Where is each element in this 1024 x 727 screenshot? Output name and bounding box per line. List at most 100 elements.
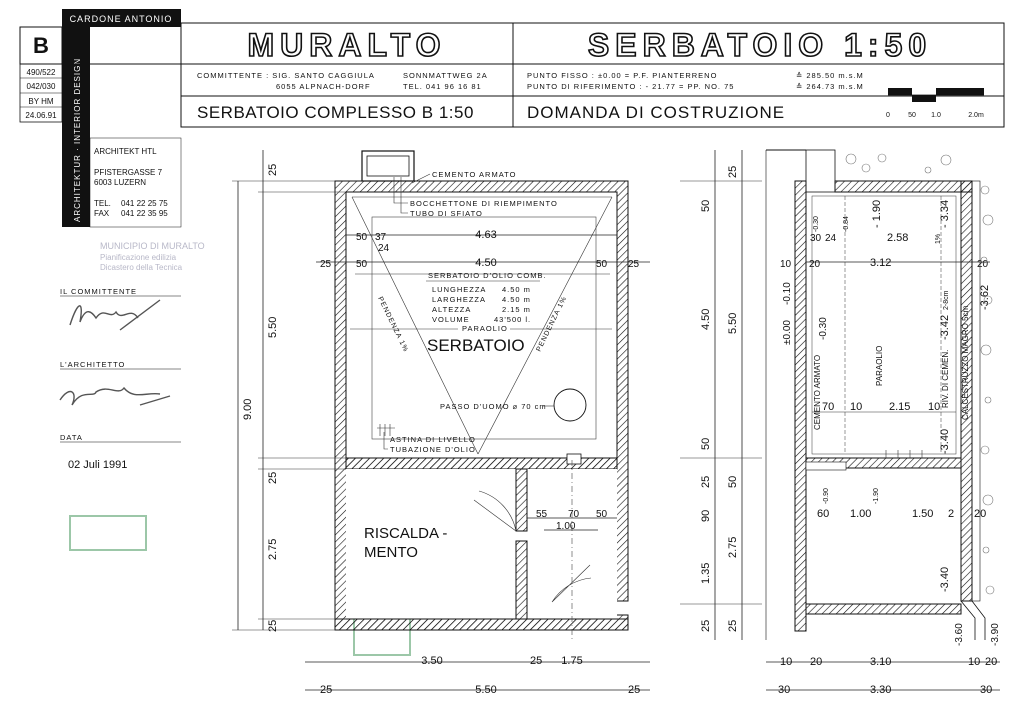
dim-25-bottom-left: 25 bbox=[320, 684, 332, 696]
sec-dim-550: 5.50 bbox=[727, 313, 739, 334]
sec-e-340b: -3.40 bbox=[939, 567, 951, 592]
sec-e-340a: -3.40 bbox=[939, 429, 951, 454]
studio-name: CARDONE ANTONIO bbox=[70, 14, 173, 24]
sec-dim-25a: 25 bbox=[727, 166, 739, 178]
sec-b10r: 10 bbox=[968, 656, 980, 668]
municipio-stamp-1: MUNICIPIO DI MURALTO bbox=[100, 241, 205, 251]
section-dim-chain: 25 50 4.50 5.50 50 25 50 90 2.75 1.35 25… bbox=[680, 150, 762, 640]
sec-1pct: 1% bbox=[935, 234, 942, 244]
sec-20b: 20 bbox=[977, 259, 989, 270]
title-block: B CARDONE ANTONIO ARCHITEKTUR · INTERIOR… bbox=[19, 9, 1005, 228]
sec-b20: 20 bbox=[810, 656, 822, 668]
sec-e-334: - 3.34 bbox=[939, 200, 951, 228]
dim-463: 4.63 bbox=[475, 229, 496, 241]
dim-50-right: 50 bbox=[596, 259, 608, 270]
project-code-1: 490/522 bbox=[27, 68, 56, 77]
sec-slab-low bbox=[805, 461, 847, 471]
approval-stamp bbox=[69, 515, 147, 551]
sec-20c: 20 bbox=[974, 508, 986, 520]
dim-450: 4.50 bbox=[475, 257, 496, 269]
sec-258: 2.58 bbox=[887, 232, 908, 244]
committente-street: SONNMATTWEG 2A bbox=[403, 71, 488, 80]
sec-150: 1.50 bbox=[912, 508, 933, 520]
label-astina: ASTINA DI LIVELLO bbox=[390, 435, 476, 444]
dim-70: 70 bbox=[568, 509, 580, 520]
architetto-signature bbox=[59, 386, 171, 406]
sec-10c: 10 bbox=[928, 401, 940, 413]
sec-e-190a: - 1.90 bbox=[871, 200, 883, 228]
sec-312: 3.12 bbox=[870, 257, 891, 269]
committente-tel: TEL. 041 96 16 81 bbox=[403, 82, 482, 91]
manhole bbox=[553, 388, 587, 422]
section-view: - 1.90 - 3.34 -0.30 -0.84 30 24 2.58 1% … bbox=[765, 149, 1001, 696]
sec-b310: 3.10 bbox=[870, 656, 891, 668]
sec-paraolio: PARAOLIO bbox=[875, 346, 884, 386]
sec-70: 70 bbox=[822, 401, 834, 413]
dim-25b: 25 bbox=[530, 655, 542, 667]
sec-60: 60 bbox=[817, 508, 829, 520]
sec-e-010: -0.10 bbox=[782, 282, 793, 305]
ground-texture bbox=[845, 153, 995, 595]
sec-215: 2.15 bbox=[889, 401, 910, 413]
dim-25-bottom-right: 25 bbox=[628, 684, 640, 696]
dim-mid-25: 25 bbox=[267, 472, 279, 484]
sec-e-190b: -1.90 bbox=[873, 488, 880, 504]
altezza-label: ALTEZZA bbox=[432, 305, 471, 314]
room-serbatoio: SERBATOIO bbox=[427, 336, 525, 355]
sec-wall-top bbox=[834, 180, 973, 193]
dim-bot-25: 25 bbox=[267, 620, 279, 632]
sec-10b: 10 bbox=[850, 401, 862, 413]
sec-30: 30 bbox=[810, 233, 822, 244]
lunghezza-label: LUNGHEZZA bbox=[432, 285, 486, 294]
dim-100: 1.00 bbox=[556, 521, 576, 532]
quota-2: ≙ 264.73 m.s.M bbox=[796, 82, 864, 91]
sec-e-030a: -0.30 bbox=[813, 216, 820, 232]
volume-value: 43'500 l. bbox=[494, 315, 531, 324]
sec-e-000: ±0.00 bbox=[782, 320, 793, 345]
studio-tel-label: TEL. bbox=[94, 199, 111, 208]
sec-b30: 30 bbox=[778, 684, 790, 696]
dim-37: 37 bbox=[375, 232, 387, 243]
committente-label: IL COMMITTENTE bbox=[60, 287, 137, 296]
sec-e-090: -0.90 bbox=[823, 488, 830, 504]
dim-550: 5.50 bbox=[267, 317, 279, 338]
dim-55: 55 bbox=[536, 509, 548, 520]
scale-label-1: 1.0 bbox=[931, 112, 941, 119]
pendenza-right: PENDENZA 1% bbox=[536, 295, 569, 353]
larghezza-value: 4.50 m bbox=[502, 295, 531, 304]
studio-tel: 041 22 25 75 bbox=[121, 199, 168, 208]
sec-dim-50b: 50 bbox=[700, 438, 712, 450]
scale-label-0: 0 bbox=[886, 112, 890, 119]
sec-dim-25d: 25 bbox=[727, 620, 739, 632]
studio-fax-label: FAX bbox=[94, 209, 110, 218]
logo-mark: B bbox=[33, 33, 49, 58]
sec-10a: 10 bbox=[780, 259, 792, 270]
dim-175: 1.75 bbox=[561, 655, 582, 667]
sec-neck bbox=[805, 149, 836, 193]
dim-50c: 50 bbox=[596, 509, 608, 520]
architekt-title: ARCHITEKT HTL bbox=[94, 147, 157, 156]
room-riscaldamento-1: RISCALDA - bbox=[364, 525, 447, 542]
dim-25-right: 25 bbox=[628, 259, 640, 270]
dim-350: 3.50 bbox=[421, 655, 442, 667]
punto-fisso: PUNTO FISSO : ±0.00 = P.F. PIANTERRENO bbox=[527, 71, 717, 80]
dim-900: 9.00 bbox=[242, 399, 254, 420]
sec-riv: RIV. DI CEMEN. bbox=[941, 350, 950, 408]
issue-date: 24.06.91 bbox=[25, 111, 57, 120]
quota-1: ≙ 285.50 m.s.M bbox=[796, 71, 864, 80]
sec-b30r: 30 bbox=[980, 684, 992, 696]
dim-24: 24 bbox=[378, 243, 390, 254]
plan-wall-partition-2 bbox=[515, 540, 528, 620]
sec-dim-50a: 50 bbox=[700, 200, 712, 212]
data-value: 02 Juli 1991 bbox=[68, 459, 127, 471]
floor-plan: CEMENTO ARMATO BOCCHETTONE DI RIEMPIMENT… bbox=[232, 150, 650, 696]
project-code-2: 042/030 bbox=[27, 82, 56, 91]
label-tubo: TUBO DI SFIATO bbox=[410, 209, 483, 218]
altezza-value: 2.15 m bbox=[502, 305, 531, 314]
door-swing bbox=[473, 490, 517, 532]
approval-column: MUNICIPIO DI MURALTO Pianificazione edil… bbox=[59, 241, 411, 656]
dim-275: 2.75 bbox=[267, 539, 279, 560]
committente-addr: 6055 ALPNACH-DORF bbox=[276, 82, 371, 91]
dim-50a: 50 bbox=[356, 232, 368, 243]
sec-dim-450: 4.50 bbox=[700, 309, 712, 330]
